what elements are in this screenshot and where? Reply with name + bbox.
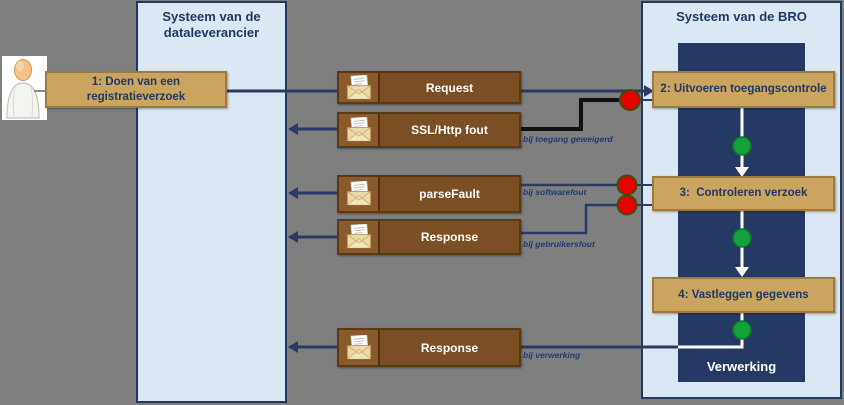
step-3-label: 3: Controleren verzoek xyxy=(679,187,808,200)
annotation-softwarefout: bij softwarefout xyxy=(523,187,587,197)
processing-label: Verwerking xyxy=(706,359,777,374)
envelope-icon xyxy=(339,330,380,365)
actor-card xyxy=(2,56,47,120)
envelope-icon xyxy=(339,221,380,253)
step-1-label: 1: Doen van een registratieverzoek xyxy=(86,76,186,103)
message-parsefault-label: parseFault xyxy=(419,187,480,201)
annotation-toegang-geweigerd: bij toegang geweigerd xyxy=(523,134,613,144)
parsefault-return-arrowhead-icon xyxy=(288,187,298,199)
flow-arrowhead-2-3-icon xyxy=(735,167,749,177)
message-response-label: Response xyxy=(420,230,479,244)
lane-dataleverancier: Systeem van de dataleverancier xyxy=(136,1,287,403)
step-3-box: 3: Controleren verzoek xyxy=(652,176,835,211)
red-status-dot xyxy=(616,174,638,196)
envelope-icon xyxy=(339,73,380,102)
request-arrowhead-icon xyxy=(644,85,654,97)
message-parsefault: parseFault xyxy=(337,175,521,213)
ssl-return-arrowhead-icon xyxy=(288,123,298,135)
annotation-gebruikersfout: bij gebruikersfout xyxy=(523,239,595,249)
step-4-label: 4: Vastleggen gegevens xyxy=(678,288,809,301)
step-2-box: 2: Uitvoeren toegangscontrole xyxy=(652,71,835,108)
ssl-error-line xyxy=(521,98,624,131)
lane-title-dataleverancier: Systeem van de dataleverancier xyxy=(162,9,261,41)
green-status-dot xyxy=(732,320,752,340)
green-status-dot xyxy=(732,136,752,156)
red-status-dot xyxy=(616,194,638,216)
user-icon xyxy=(6,59,40,119)
annotation-verwerking: bij verwerking xyxy=(523,350,581,360)
envelope-icon xyxy=(339,177,380,211)
message-response-final-label: Response xyxy=(420,340,479,355)
lane-title-bro: Systeem van de BRO xyxy=(676,9,807,24)
message-ssl-fout-label: SSL/Http fout xyxy=(411,123,488,137)
step-4-box: 4: Vastleggen gegevens xyxy=(652,277,835,313)
message-ssl-fout: SSL/Http fout xyxy=(337,112,521,148)
final-response-arrowhead-icon xyxy=(288,341,298,353)
message-response: Response xyxy=(337,219,521,255)
envelope-icon xyxy=(339,114,380,146)
green-status-dot xyxy=(732,228,752,248)
message-request-label: Request xyxy=(425,80,474,95)
flow-arrowhead-3-4-icon xyxy=(735,267,749,277)
message-request: Request xyxy=(337,71,521,104)
red-status-dot xyxy=(619,89,641,111)
step-2-label: 2: Uitvoeren toegangscontrole xyxy=(660,83,827,96)
step-1-box: 1: Doen van een registratieverzoek xyxy=(45,71,227,108)
message-response-final: Response xyxy=(337,328,521,367)
response-return-arrowhead-icon xyxy=(288,231,298,243)
response-elbow-line xyxy=(521,203,618,235)
